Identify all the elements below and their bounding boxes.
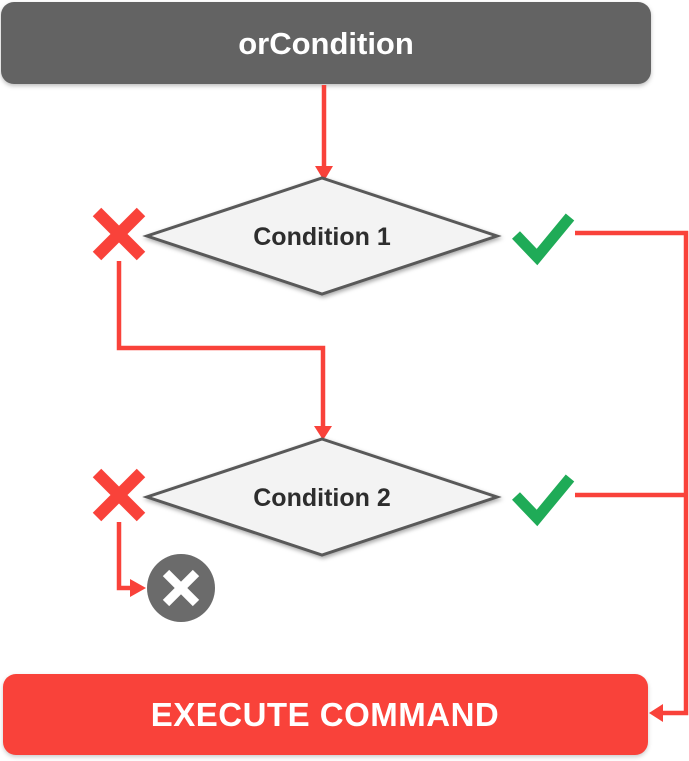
condition1-node: Condition 1 — [142, 176, 502, 296]
start-node-label: orCondition — [238, 26, 414, 61]
execute-command-box — [3, 674, 648, 755]
execute-command-label: EXECUTE COMMAND — [151, 696, 500, 733]
x-stroke — [162, 569, 200, 607]
edge-condition1-to-execute — [575, 230, 689, 716]
edge-line — [116, 261, 326, 427]
arrow-down-icon — [315, 166, 333, 181]
condition2-pass-check-icon — [512, 474, 575, 527]
arrow-right-icon — [130, 579, 146, 597]
condition2-diamond — [142, 437, 502, 557]
start-node: orCondition — [1, 2, 651, 84]
condition1-label: Condition 1 — [253, 223, 391, 251]
edge-condition2-to-terminate — [116, 522, 146, 597]
condition2-node: Condition 2 — [142, 437, 502, 557]
condition2-fail-x-icon — [92, 468, 146, 522]
start-node-box — [1, 2, 651, 84]
arrow-down-icon — [314, 426, 332, 440]
edge-line — [116, 522, 131, 591]
terminate-node — [147, 554, 215, 622]
x-stroke — [92, 468, 146, 522]
arrow-left-icon — [649, 704, 663, 722]
condition1-fail-x-icon — [92, 207, 146, 261]
edge-condition1-to-condition2 — [116, 261, 332, 440]
terminate-x-icon — [162, 569, 200, 607]
x-stroke — [92, 207, 146, 261]
execute-command-node: EXECUTE COMMAND — [3, 674, 648, 755]
edge-start-to-condition1 — [315, 85, 333, 181]
condition1-pass-check-icon — [512, 213, 575, 266]
condition1-diamond — [142, 176, 502, 296]
condition2-label: Condition 2 — [253, 484, 390, 512]
